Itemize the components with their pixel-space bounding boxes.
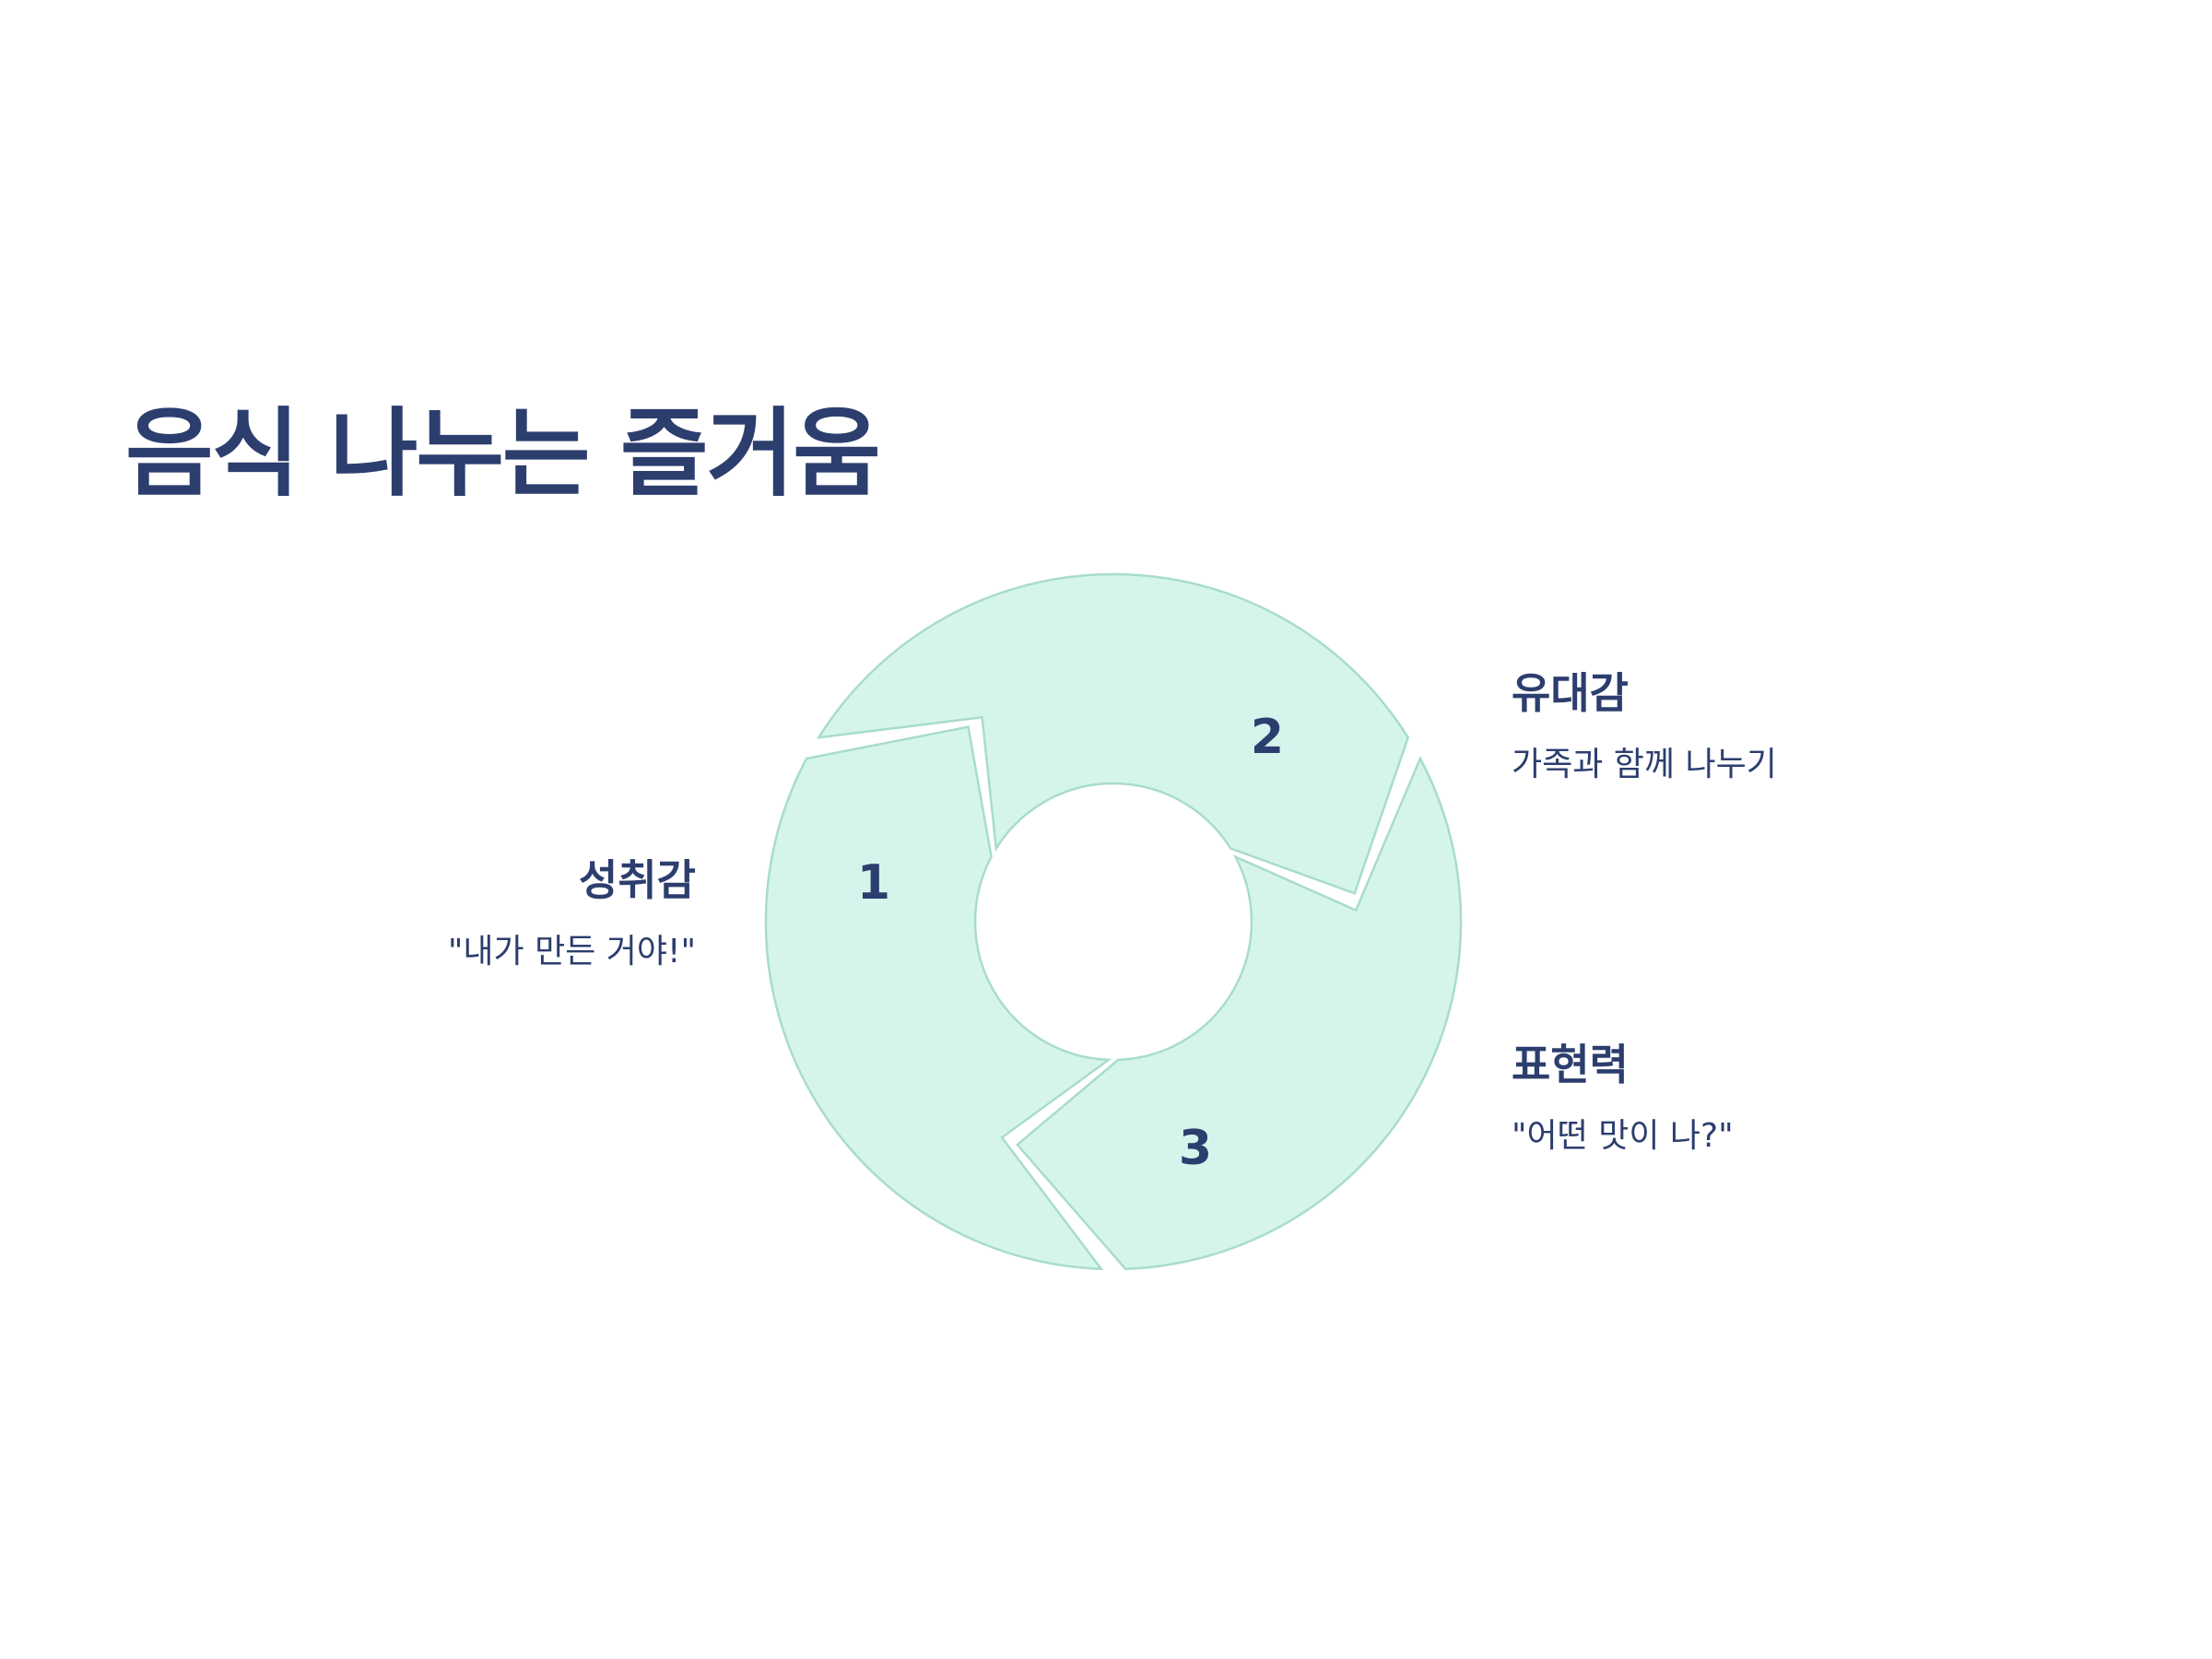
cycle-segment-shape-1: [764, 725, 1112, 1271]
cycle-segment-2: [816, 572, 1410, 895]
step-label-2: 유대감 가족과 함께 나누기: [1512, 668, 1777, 784]
step-description-1: "내가 만든 거야!": [447, 933, 696, 971]
cycle-segment-3: [1016, 756, 1463, 1271]
page-title: 음식 나누는 즐거움: [125, 397, 881, 510]
step-number-2: 2: [1251, 710, 1284, 765]
step-description-2: 가족과 함께 나누기: [1512, 746, 1777, 784]
step-heading-3: 표현력: [1512, 1040, 1629, 1089]
step-number-3: 3: [1179, 1121, 1212, 1176]
cycle-segment-shape-3: [1016, 756, 1463, 1271]
cycle-segment-shape-2: [816, 572, 1410, 895]
step-number-1: 1: [857, 855, 890, 911]
step-description-3: "어떤 맛이 나?": [1512, 1117, 1734, 1156]
step-heading-2: 유대감: [1512, 668, 1629, 718]
step-heading-1: 성취감: [579, 855, 696, 905]
step-label-1: 성취감 "내가 만든 거야!": [448, 855, 696, 971]
cycle-segment-1: [764, 725, 1112, 1271]
step-label-3: 표현력 "어떤 맛이 나?": [1512, 1040, 1734, 1156]
